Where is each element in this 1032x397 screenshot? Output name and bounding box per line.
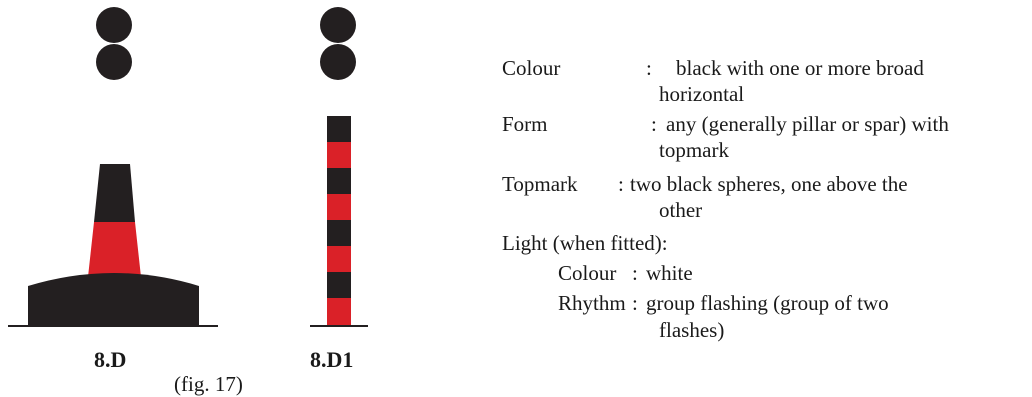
- spar-band-black-2: [327, 168, 351, 194]
- topmark-value-line1: two black spheres, one above the: [630, 172, 908, 196]
- rhythm-separator: :: [632, 291, 638, 315]
- spar-band-red-2: [327, 194, 351, 220]
- buoy-8d-base: [28, 273, 199, 326]
- spar-band-red-1: [327, 142, 351, 168]
- colour-separator: :: [646, 56, 652, 80]
- rhythm-value-line2: flashes): [659, 318, 725, 342]
- spar-band-black-3: [327, 220, 351, 246]
- spar-band-red-3: [327, 246, 351, 272]
- spar-band-red-4: [327, 298, 351, 326]
- form-value-line2: topmark: [659, 138, 729, 162]
- topmark-sphere-lower-left: [96, 44, 132, 80]
- topmark-sphere-lower-right: [320, 44, 356, 80]
- buoy-8d1-label: 8.D1: [310, 347, 354, 372]
- rhythm-value-line1: group flashing (group of two: [646, 291, 889, 315]
- topmark-sphere-upper-left: [96, 7, 132, 43]
- light-label: Light (when fitted):: [502, 231, 668, 255]
- buoy-8d-label: 8.D: [94, 347, 127, 372]
- rhythm-label: Rhythm: [558, 291, 626, 315]
- spar-band-black-1: [327, 116, 351, 142]
- colour-value-line2: horizontal: [659, 82, 745, 106]
- light-colour-value: white: [646, 261, 693, 285]
- form-label: Form: [502, 112, 548, 136]
- colour-value-line1: black with one or more broad: [676, 56, 924, 80]
- buoy-8d-red-band: [88, 222, 141, 277]
- colour-label: Colour: [502, 56, 561, 80]
- form-value-line1: any (generally pillar or spar) with: [666, 112, 949, 136]
- light-colour-label: Colour: [558, 261, 617, 285]
- figure-reference: (fig. 17): [174, 372, 243, 396]
- topmark-label: Topmark: [502, 172, 578, 196]
- topmark-sphere-upper-right: [320, 7, 356, 43]
- light-colour-separator: :: [632, 261, 638, 285]
- buoy-8d-upper-black-band: [94, 164, 135, 222]
- spar-band-black-4: [327, 272, 351, 298]
- topmark-value-line2: other: [659, 198, 703, 222]
- topmark-separator: :: [618, 172, 624, 196]
- form-separator: :: [651, 112, 657, 136]
